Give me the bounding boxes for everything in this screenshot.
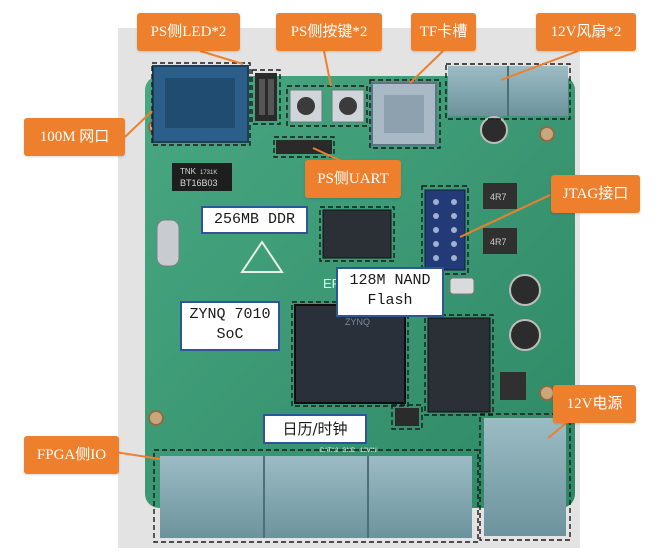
ps-key-cap xyxy=(297,97,315,115)
transformer-brand: TNK xyxy=(180,167,197,176)
label-fpga-io: FPGA侧IO xyxy=(24,436,119,474)
jtag-pins xyxy=(433,199,457,261)
label-power: 12V电源 xyxy=(553,385,636,423)
callout-soc-line2: SoC xyxy=(216,326,244,343)
key-highlight-box xyxy=(286,85,368,127)
label-jtag: JTAG接口 xyxy=(551,175,640,213)
callout-rtc: 日历/时钟 xyxy=(263,414,367,444)
callout-nand-line1: 128M NAND xyxy=(349,272,431,289)
label-ps-uart: PS侧UART xyxy=(305,160,401,198)
crystal-oscillator xyxy=(156,219,180,267)
power-highlight-box xyxy=(479,413,571,541)
jtag-header xyxy=(424,189,466,271)
rtc-chip xyxy=(395,408,419,426)
capacitor xyxy=(509,274,541,306)
power-connector xyxy=(484,418,566,536)
fan-highlight-box xyxy=(445,63,571,120)
zynq-soc-chip xyxy=(294,304,406,404)
jtag-highlight-box xyxy=(421,185,469,275)
silkscreen-triangle xyxy=(240,240,284,273)
fpga-io-highlight-box xyxy=(153,449,479,543)
callout-soc: ZYNQ 7010 SoC xyxy=(180,301,280,351)
capacitor xyxy=(509,319,541,351)
callout-nand-line2: Flash xyxy=(367,292,413,309)
nand-flash-chip xyxy=(427,317,491,413)
label-ps-led: PS侧LED*2 xyxy=(137,13,240,51)
soc-chip-marking: ZYNQ xyxy=(345,317,370,327)
led-highlight-box xyxy=(251,69,281,125)
callout-nand: 128M NAND Flash xyxy=(336,267,444,317)
inductor xyxy=(500,372,526,400)
inductor xyxy=(483,228,517,254)
silkscreen-12vin: 12VIN xyxy=(360,448,377,454)
ethernet-transformer xyxy=(172,163,232,191)
ddr-chip xyxy=(322,209,392,259)
callout-ddr-text: 256MB DDR xyxy=(213,211,295,228)
ethernet-highlight-box xyxy=(151,62,251,146)
transformer-code: 1731K xyxy=(200,170,217,176)
fpga-io-connectors xyxy=(160,456,472,538)
silkscreen-gnd: GND xyxy=(342,448,356,454)
label-tf-slot: TF卡槽 xyxy=(411,13,476,51)
transformer-part: BT16B03 xyxy=(180,178,218,188)
mounting-hole xyxy=(539,385,555,401)
inductor-label: 4R7 xyxy=(490,192,507,202)
ps-key-cap xyxy=(339,97,357,115)
tf-card-slot-opening xyxy=(384,95,424,133)
ps-key xyxy=(289,89,323,123)
inductor xyxy=(483,183,517,209)
tf-highlight-box xyxy=(369,79,441,149)
callout-ddr: 256MB DDR xyxy=(201,206,308,234)
callout-soc-line1: ZYNQ 7010 xyxy=(189,306,271,323)
label-ps-key: PS侧按键*2 xyxy=(276,13,382,51)
label-ethernet: 100M 网口 xyxy=(24,118,125,156)
inductor-label: 4R7 xyxy=(490,237,507,247)
ps-led xyxy=(268,79,274,115)
ethernet-port xyxy=(165,78,235,128)
mounting-hole xyxy=(539,126,555,142)
rtc-highlight-box xyxy=(391,404,423,430)
highlight-boxes xyxy=(151,62,571,543)
mounting-hole xyxy=(148,410,164,426)
callout-rtc-text: 日历/时钟 xyxy=(282,420,348,438)
capacitor xyxy=(480,116,508,144)
nand-highlight-box xyxy=(424,314,494,416)
label-fan: 12V风扇*2 xyxy=(536,13,636,51)
silkscreen-data2: DATA2 xyxy=(320,448,339,454)
rtc-crystal xyxy=(449,277,475,295)
ps-led xyxy=(259,79,265,115)
ddr-highlight-box xyxy=(319,206,395,262)
